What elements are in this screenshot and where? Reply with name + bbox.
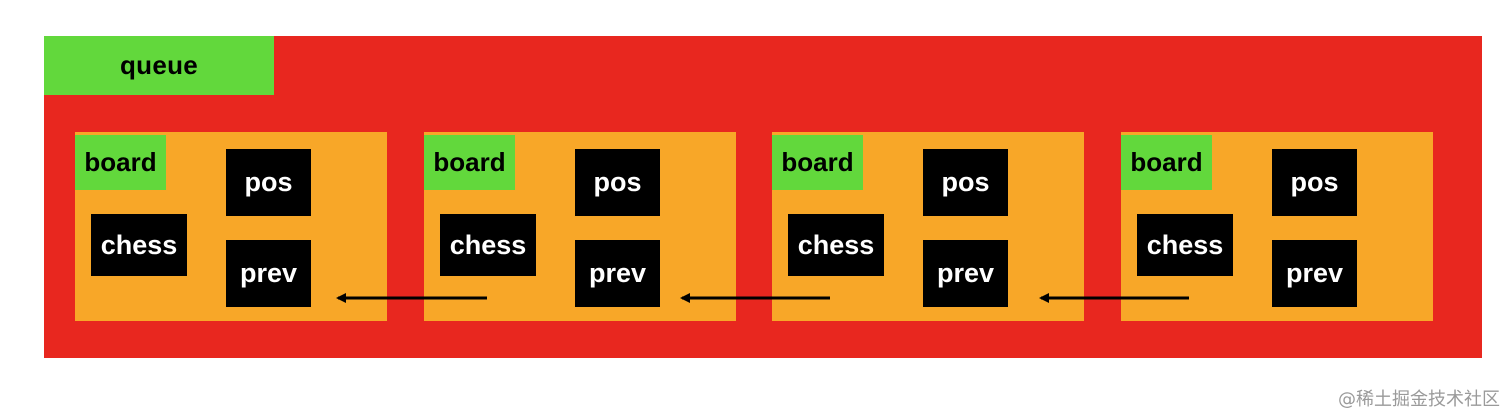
- prev-field: prev: [226, 240, 311, 307]
- queue-container: queue board pos chess prev board pos che…: [44, 36, 1482, 358]
- queue-label: queue: [44, 36, 274, 95]
- board-label: board: [75, 135, 166, 190]
- watermark: @稀土掘金技术社区: [1338, 389, 1500, 410]
- board-node-1: board pos chess prev: [75, 132, 387, 321]
- board-node-3: board pos chess prev: [772, 132, 1084, 321]
- chess-field: chess: [440, 214, 536, 276]
- prev-field: prev: [1272, 240, 1357, 307]
- chess-field: chess: [91, 214, 187, 276]
- board-node-4: board pos chess prev: [1121, 132, 1433, 321]
- pos-field: pos: [1272, 149, 1357, 216]
- board-label: board: [424, 135, 515, 190]
- pos-field: pos: [923, 149, 1008, 216]
- pos-field: pos: [575, 149, 660, 216]
- chess-field: chess: [1137, 214, 1233, 276]
- pos-field: pos: [226, 149, 311, 216]
- chess-field: chess: [788, 214, 884, 276]
- board-label: board: [772, 135, 863, 190]
- board-node-2: board pos chess prev: [424, 132, 736, 321]
- board-label: board: [1121, 135, 1212, 190]
- prev-field: prev: [575, 240, 660, 307]
- prev-field: prev: [923, 240, 1008, 307]
